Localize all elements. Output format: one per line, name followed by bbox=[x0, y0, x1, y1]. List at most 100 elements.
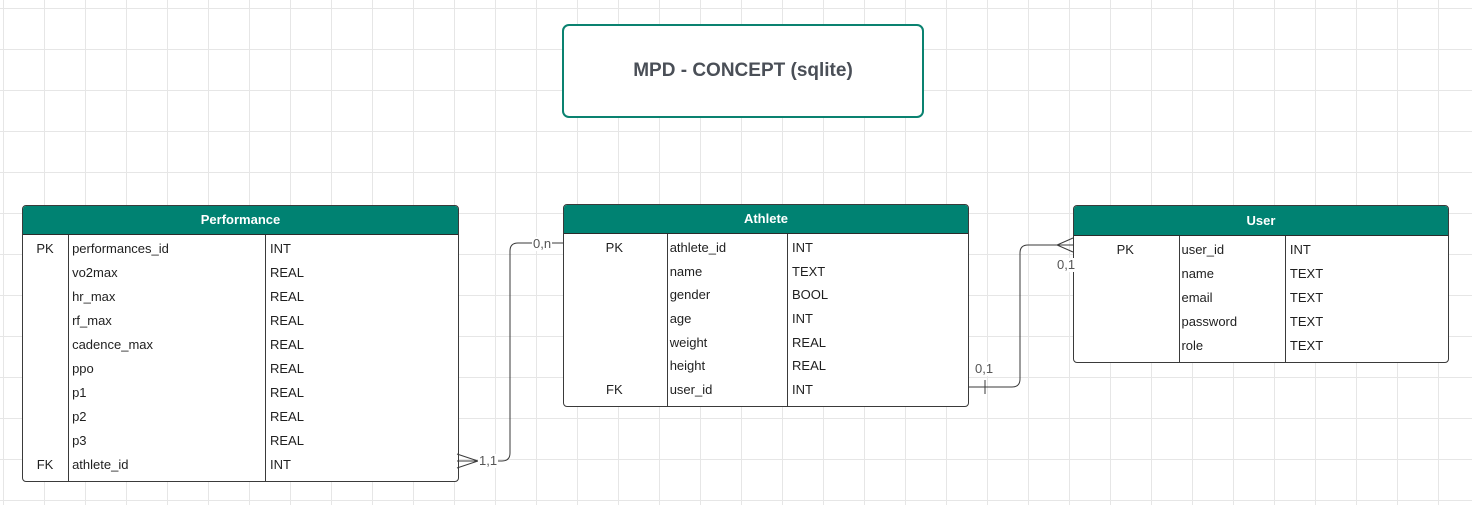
user-field-type: INT bbox=[1289, 242, 1311, 257]
performance-field-type: REAL bbox=[269, 361, 304, 376]
athlete-field-type: REAL bbox=[792, 334, 826, 350]
performance-key-cell bbox=[23, 357, 67, 381]
performance-field-name: ppo bbox=[72, 361, 94, 376]
performance-field-type: REAL bbox=[269, 313, 304, 328]
performance-field-name: p3 bbox=[72, 433, 87, 448]
athlete-key-cell bbox=[564, 307, 665, 331]
athlete-field-type: TEXT bbox=[792, 263, 826, 279]
diagram-title: MPD - CONCEPT (sqlite) bbox=[562, 24, 924, 118]
performance-field-type: INT bbox=[269, 457, 291, 472]
user-field-name: user_id bbox=[1181, 242, 1225, 257]
cardinality-athlete-side-user: 0,1 bbox=[974, 361, 995, 376]
user-row: email TEXT bbox=[1074, 286, 1448, 310]
athlete-row: name TEXT bbox=[564, 260, 968, 284]
cardinality-athlete-side-performance: 0,n bbox=[532, 236, 553, 251]
performance-key-cell bbox=[23, 381, 67, 405]
user-row: role TEXT bbox=[1074, 334, 1448, 358]
performance-field-type: REAL bbox=[269, 433, 304, 448]
athlete-row: FK user_id INT bbox=[564, 378, 968, 402]
performance-field-name: hr_max bbox=[72, 289, 116, 304]
column-divider bbox=[1179, 236, 1180, 362]
performance-row: ppo REAL bbox=[23, 357, 458, 381]
cardinality-performance-side: 1,1 bbox=[478, 453, 499, 468]
user-field-type: TEXT bbox=[1289, 290, 1324, 305]
performance-key-cell bbox=[23, 429, 67, 453]
athlete-key-cell bbox=[564, 354, 665, 378]
performance-table-header: Performance bbox=[23, 206, 458, 235]
user-table-header: User bbox=[1074, 206, 1448, 236]
athlete-field-name: height bbox=[669, 358, 706, 374]
performance-row: rf_max REAL bbox=[23, 309, 458, 333]
athlete-row: age INT bbox=[564, 307, 968, 331]
user-field-type: TEXT bbox=[1289, 266, 1324, 281]
athlete-field-type: REAL bbox=[792, 358, 826, 374]
athlete-field-type: INT bbox=[792, 240, 813, 255]
athlete-field-type: INT bbox=[792, 382, 813, 398]
user-key-cell bbox=[1074, 310, 1176, 334]
column-divider bbox=[1285, 236, 1286, 362]
performance-field-type: REAL bbox=[269, 409, 304, 424]
performance-key-cell bbox=[23, 261, 67, 285]
user-field-type: TEXT bbox=[1289, 338, 1324, 353]
athlete-row: weight REAL bbox=[564, 331, 968, 355]
user-row: password TEXT bbox=[1074, 310, 1448, 334]
performance-key-cell bbox=[23, 309, 67, 333]
performance-field-type: INT bbox=[269, 241, 291, 256]
user-row: name TEXT bbox=[1074, 262, 1448, 286]
performance-key-cell: PK bbox=[36, 241, 54, 256]
user-field-name: password bbox=[1181, 314, 1238, 329]
athlete-field-name: name bbox=[669, 263, 703, 279]
performance-field-type: REAL bbox=[269, 265, 304, 280]
performance-key-cell bbox=[23, 333, 67, 357]
user-key-cell bbox=[1074, 262, 1176, 286]
column-divider bbox=[265, 235, 266, 481]
crowfoot-many-marker bbox=[456, 453, 480, 469]
athlete-table-header: Athlete bbox=[564, 205, 968, 234]
performance-row: vo2max REAL bbox=[23, 261, 458, 285]
athlete-key-cell bbox=[564, 331, 665, 355]
column-divider bbox=[787, 234, 788, 406]
athlete-field-name: gender bbox=[669, 287, 711, 303]
performance-field-name: p1 bbox=[72, 385, 87, 400]
athlete-key-cell: FK bbox=[606, 382, 623, 398]
performance-row: p2 REAL bbox=[23, 405, 458, 429]
athlete-key-cell bbox=[564, 283, 665, 307]
performance-field-name: rf_max bbox=[72, 313, 112, 328]
athlete-row: PK athlete_id INT bbox=[564, 236, 968, 260]
athlete-field-name: athlete_id bbox=[669, 240, 727, 255]
performance-field-name: vo2max bbox=[72, 265, 118, 280]
performance-field-name: cadence_max bbox=[72, 337, 154, 352]
user-field-name: name bbox=[1181, 266, 1214, 281]
performance-field-type: REAL bbox=[269, 289, 304, 304]
performance-field-type: REAL bbox=[269, 385, 304, 400]
athlete-field-name: age bbox=[669, 311, 692, 327]
performance-key-cell bbox=[23, 285, 67, 309]
performance-row: p1 REAL bbox=[23, 381, 458, 405]
performance-row: PK performances_id INT bbox=[23, 237, 458, 261]
user-key-cell bbox=[1074, 334, 1176, 358]
user-field-name: email bbox=[1181, 290, 1213, 305]
cardinality-user-side: 0,1 bbox=[1056, 257, 1077, 272]
performance-row: hr_max REAL bbox=[23, 285, 458, 309]
athlete-field-name: user_id bbox=[669, 382, 713, 398]
performance-row: p3 REAL bbox=[23, 429, 458, 453]
performance-field-name: athlete_id bbox=[72, 457, 129, 472]
user-field-type: TEXT bbox=[1289, 314, 1324, 329]
user-key-cell bbox=[1074, 286, 1176, 310]
athlete-field-name: weight bbox=[669, 334, 708, 350]
athlete-key-cell: PK bbox=[605, 240, 624, 255]
performance-field-name: p2 bbox=[72, 409, 87, 424]
user-field-name: role bbox=[1181, 338, 1204, 353]
performance-field-name: performances_id bbox=[72, 241, 169, 256]
column-divider bbox=[68, 235, 69, 481]
athlete-field-type: INT bbox=[792, 311, 813, 327]
